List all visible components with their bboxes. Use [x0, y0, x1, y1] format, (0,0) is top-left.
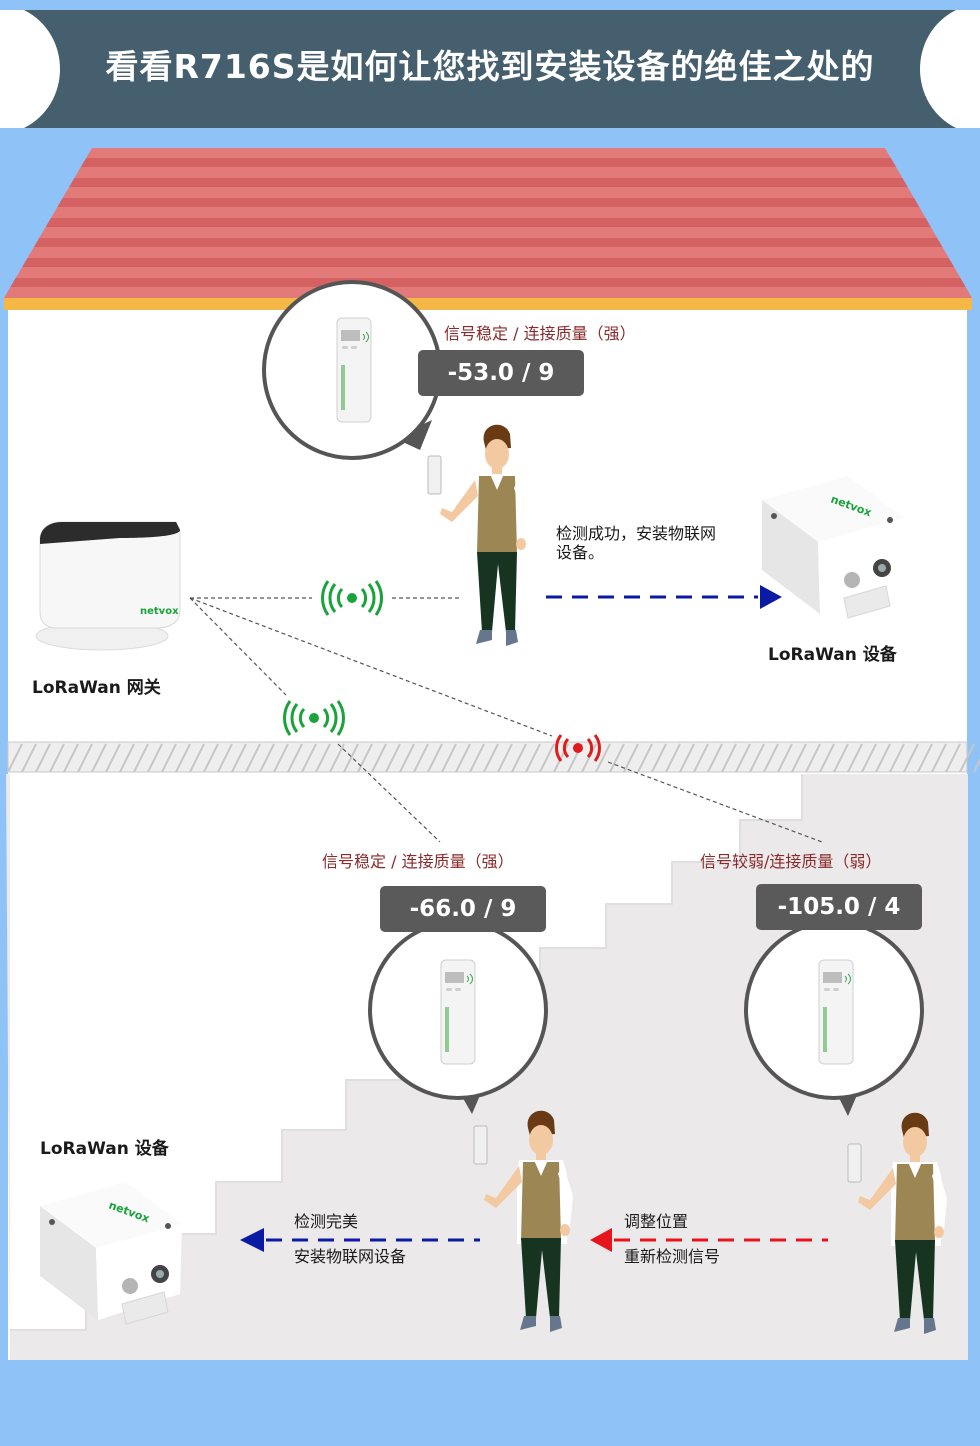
svg-text:netvox: netvox	[140, 606, 179, 617]
header-right-curl	[920, 10, 980, 128]
bottom-success-line-2: 安装物联网设备	[294, 1247, 407, 1266]
roof-stripes	[10, 158, 966, 287]
arrow-head-red	[590, 1228, 612, 1252]
header-banner	[0, 10, 980, 128]
link-gateway-mid-a	[189, 597, 287, 696]
device-bottom-label: LoRaWan 设备	[40, 1139, 169, 1159]
header-left-curl	[0, 10, 60, 128]
person-icon	[847, 1112, 947, 1334]
r716s-tester-icon	[262, 280, 442, 460]
gateway-label: LoRaWan 网关	[32, 678, 161, 698]
person-icon	[473, 1110, 573, 1332]
reading-top-value: -53.0 / 9	[418, 350, 584, 396]
floor-slab	[7, 741, 968, 773]
arrow-head-blue-bottom	[240, 1228, 264, 1252]
arrow-head-blue-top	[760, 585, 782, 609]
link-gateway-right-a	[189, 597, 553, 737]
r716s-tester-icon	[368, 920, 548, 1114]
lorawan-gateway-icon: netvox	[35, 521, 181, 651]
top-success-line-2: 设备。	[556, 543, 605, 562]
reading-right-status: 信号较弱/连接质量（弱）	[700, 852, 882, 871]
reading-mid-value: -66.0 / 9	[380, 886, 546, 932]
roof-stripe	[22, 258, 955, 267]
reading-mid-status: 信号稳定 / 连接质量（强）	[322, 852, 514, 871]
top-success-line-1: 检测成功，安装物联网	[556, 524, 717, 543]
link-gateway-right-b	[607, 761, 823, 843]
device-top-label: LoRaWan 设备	[768, 645, 897, 665]
bottom-success-line-1: 检测完美	[294, 1212, 359, 1231]
roof-stripe	[57, 198, 920, 207]
roof-stripe	[45, 218, 931, 227]
roof-stripe	[69, 178, 908, 187]
page-title: 看看R716S是如何让您找到安装设备的绝佳之处的	[105, 47, 875, 86]
roof-stripe	[10, 278, 966, 287]
person-icon	[427, 424, 529, 646]
roof-stripe	[80, 158, 897, 167]
roof-stripe	[33, 238, 943, 247]
link-gateway-mid-b	[337, 743, 441, 843]
reading-top-status: 信号稳定 / 连接质量（强）	[444, 324, 636, 343]
reading-right-value: -105.0 / 4	[756, 884, 922, 930]
adjust-line-2: 重新检测信号	[624, 1247, 721, 1266]
roof-eave	[4, 298, 972, 310]
adjust-line-1: 调整位置	[624, 1212, 689, 1231]
